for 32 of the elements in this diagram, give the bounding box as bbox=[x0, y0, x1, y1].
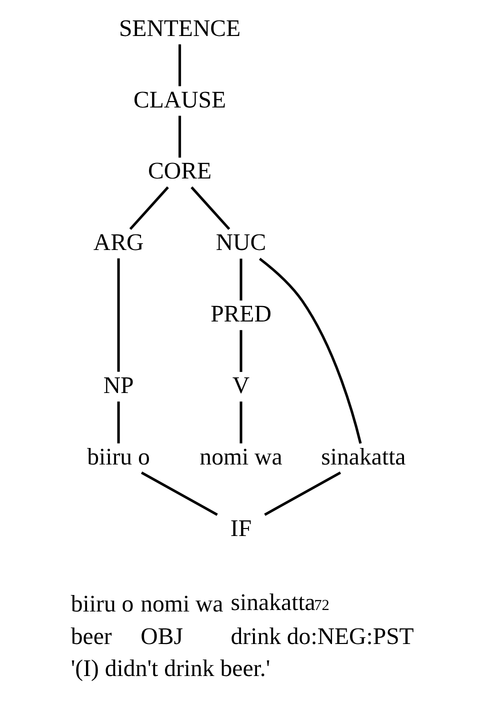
node-text: PRED bbox=[210, 302, 272, 328]
node-text: sinakatta bbox=[321, 444, 406, 470]
node-text: V bbox=[232, 373, 250, 400]
node-text: CLAUSE bbox=[133, 87, 226, 114]
label: drink bbox=[230, 624, 282, 650]
node-text: NP bbox=[103, 373, 134, 400]
connector bbox=[240, 330, 242, 372]
label: OBJ bbox=[140, 624, 183, 650]
node-text: CORE bbox=[148, 158, 212, 185]
label: sinakatta72 bbox=[230, 590, 330, 616]
connector bbox=[117, 258, 120, 372]
connector bbox=[240, 258, 242, 300]
connector bbox=[264, 472, 342, 516]
connector bbox=[140, 472, 218, 516]
label: beer bbox=[70, 624, 112, 650]
node-text: NUC bbox=[216, 230, 266, 256]
node-text: SENTENCE bbox=[118, 16, 241, 42]
label: nomi wa bbox=[140, 592, 224, 618]
connector bbox=[240, 402, 242, 444]
label: biiru o bbox=[70, 592, 134, 618]
node-text: nomi wa bbox=[200, 444, 282, 470]
label: '(I) didn't drink beer.' bbox=[70, 656, 270, 682]
node-text: IF bbox=[230, 516, 252, 542]
node-text: biiru o bbox=[87, 444, 150, 470]
connector bbox=[178, 44, 182, 86]
connector bbox=[178, 116, 182, 158]
connector bbox=[190, 186, 230, 230]
connector bbox=[129, 186, 169, 230]
label: do:NEG:PST bbox=[286, 624, 414, 650]
connector bbox=[258, 258, 362, 444]
node-text: ARG bbox=[93, 230, 144, 256]
connector bbox=[117, 402, 120, 444]
